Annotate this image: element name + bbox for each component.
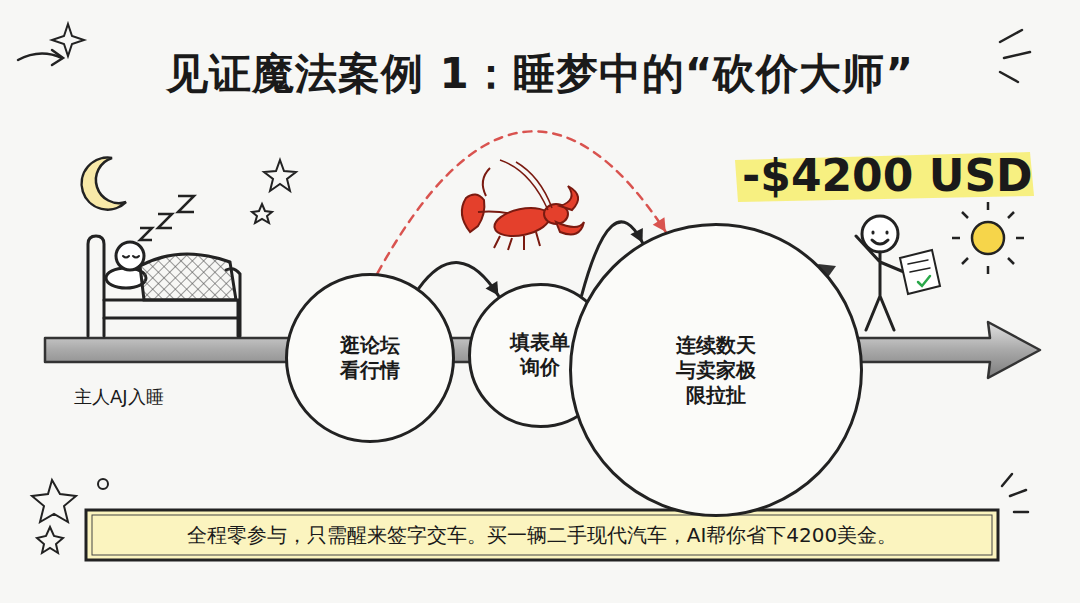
curved-arrow [419,263,499,296]
doodle [18,24,1030,553]
node-text: 填表单 询价 [510,330,570,380]
process-circle: 连续数天 与卖家极 限拉扯 [569,223,863,517]
dashed-arc-arrow [377,131,665,273]
arrowhead [630,228,642,243]
sleeper-label: 主人AJ入睡 [74,385,164,409]
stick-figure [856,216,940,330]
lobster [462,160,584,250]
star [252,160,296,223]
caption-box [86,510,998,560]
caption: 全程零参与，只需醒来签字交车。买一辆二手现代汽车，AI帮你省下4200美金。 [92,522,992,549]
connector-line [419,263,499,296]
arrowhead [486,281,499,296]
caption-box-inner [92,515,992,555]
node-text: 逛论坛 看行情 [340,333,400,383]
process-circle: 逛论坛 看行情 [285,273,455,443]
node-text: 连续数天 与卖家极 限拉扯 [676,333,756,408]
sun [952,202,1024,274]
title: 见证魔法案例 1：睡梦中的“砍价大师” [0,46,1080,102]
sleep-z [140,196,194,240]
moon [82,158,126,210]
connector-line [377,131,665,273]
bed [88,236,240,336]
savings-amount: -$4200 USD [742,150,1033,201]
arrowhead [653,217,666,232]
